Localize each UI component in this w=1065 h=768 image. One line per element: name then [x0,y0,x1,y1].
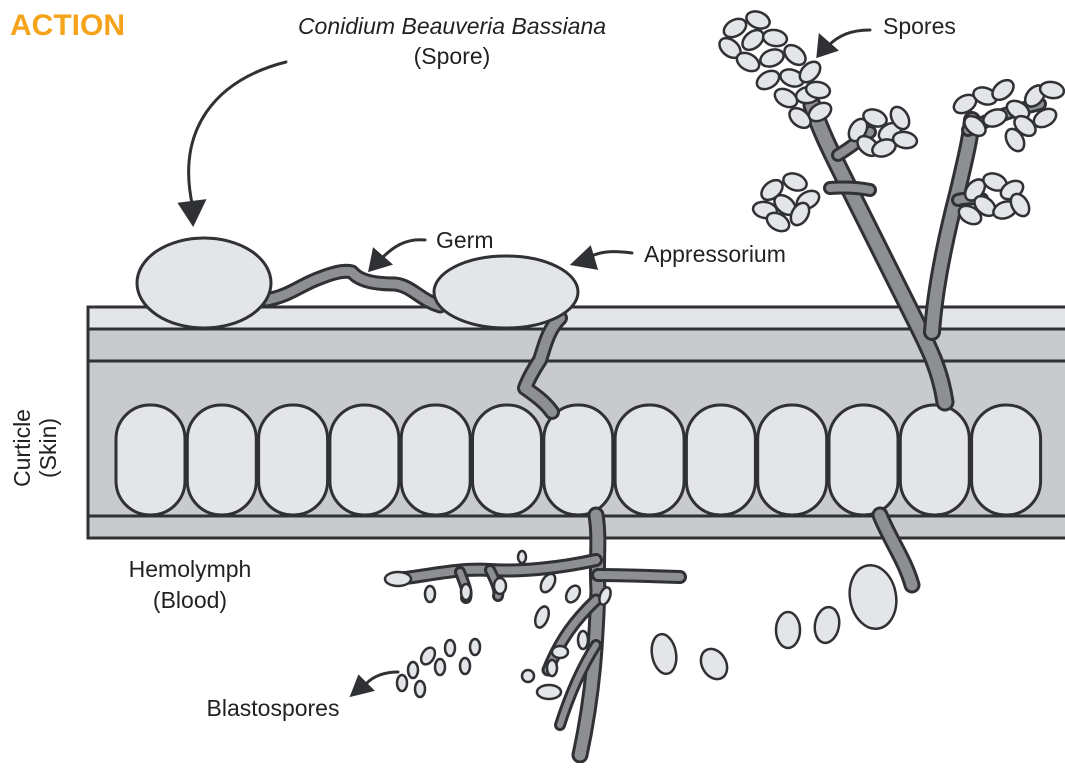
cuticle-bottom-strip [88,516,1065,538]
blastospore [578,631,588,649]
free-spore [776,612,800,648]
hypha-tube [598,575,680,577]
epidermal-cell [259,405,328,515]
blastospore [563,583,582,605]
appressorium-arrow [588,252,632,258]
cuticle-label-line1: Curticle [9,409,35,487]
cuticle-label-line2: (Skin) [35,418,61,478]
blastospore [533,605,552,630]
heading-action: ACTION [10,9,125,42]
blastospore [522,670,534,682]
conidium-sublabel: (Spore) [414,43,491,69]
blastospore [537,685,561,699]
epidermal-cell [187,405,256,515]
free-spore [649,632,680,676]
hypha-tube [932,120,972,332]
blastospore [547,660,557,676]
blastospore [435,659,445,675]
blastospore [408,662,418,678]
epidermal-cell [544,405,613,515]
epidermal-cell [686,405,755,515]
blastospore [494,578,506,594]
hemolymph-sublabel: (Blood) [153,587,227,613]
free-spore [845,561,901,632]
spore [758,46,786,69]
epidermal-cell [473,405,542,515]
conidium-arrow [189,62,286,208]
blastospores-arrow [366,672,398,684]
conidium-label: Conidium Beauveria Bassiana [298,13,606,39]
spores-arrow [828,30,870,46]
hypha-tube [830,188,870,190]
epidermal-cell [900,405,969,515]
blastospore [397,675,407,691]
blastospore [460,658,470,674]
blastospore [425,586,435,602]
epidermal-cell [615,405,684,515]
conidium-spore [137,238,271,328]
blastospore [552,646,568,658]
conidium-arrow-head [180,201,204,224]
blastospore [415,681,425,697]
spores-label: Spores [883,13,956,39]
epidermal-cell [116,405,185,515]
blastospore [385,572,411,586]
hemolymph-label: Hemolymph [129,556,252,582]
spore [762,28,788,48]
epidermal-cell [401,405,470,515]
spore [781,170,809,193]
blastospores-label: Blastospores [207,695,340,721]
epidermal-cell [758,405,827,515]
germ-arrow [382,240,425,258]
spore [744,8,772,31]
appressorium-label: Appressorium [644,241,786,267]
epidermal-cell [972,405,1041,515]
spores-arrow-head [818,36,836,56]
germ-label: Germ [436,227,494,253]
spore-clusters [716,8,1065,235]
appressorium-arrow-head [573,248,596,268]
free-spore [696,644,733,684]
blastospore [461,584,471,600]
blastospore [518,551,526,563]
epidermal-cell [829,405,898,515]
appressorium [434,256,578,328]
epidermal-cell [330,405,399,515]
blastospore [445,640,455,656]
free-spore [812,605,842,645]
blastospore [470,639,480,655]
